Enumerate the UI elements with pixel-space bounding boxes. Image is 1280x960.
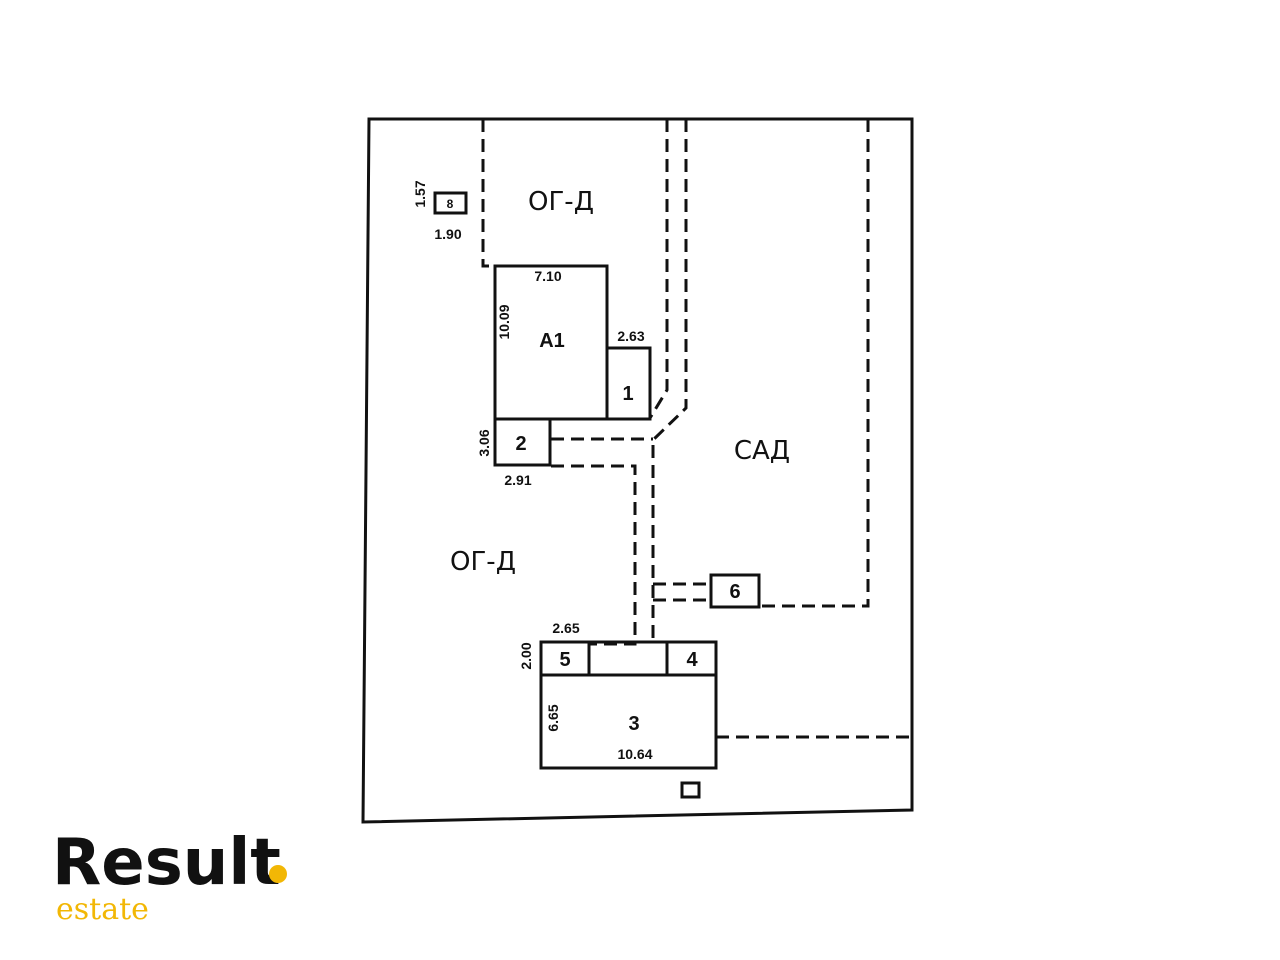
- dim-2-width: 2.91: [504, 472, 531, 488]
- small-structure: [680, 781, 701, 799]
- dim-a1-width: 7.10: [534, 268, 561, 284]
- dim-2-height: 3.06: [476, 429, 492, 456]
- dim-3-height: 6.65: [545, 704, 561, 731]
- dim-8-height: 1.57: [412, 180, 428, 207]
- label-5: 5: [559, 649, 570, 671]
- zone-label-orchard: САД: [734, 436, 790, 466]
- dim-3-width: 10.64: [617, 746, 652, 762]
- fence-top-garden: [481, 119, 495, 268]
- dim-8-width: 1.90: [434, 226, 461, 242]
- building-5: [539, 640, 591, 677]
- building-4: [665, 640, 718, 677]
- logo-dot-icon: [269, 865, 287, 883]
- label-2: 2: [515, 433, 526, 455]
- path-to-house-bottom: [551, 464, 637, 646]
- building-2: [493, 417, 552, 467]
- building-3: [539, 673, 718, 770]
- label-8: 8: [447, 197, 454, 211]
- logo-sub: estate: [56, 892, 149, 927]
- result-estate-logo: Result estate: [52, 826, 287, 927]
- label-6: 6: [729, 581, 740, 603]
- label-1: 1: [622, 383, 633, 405]
- label-4: 4: [686, 649, 698, 671]
- building-8: [433, 191, 468, 215]
- path-inner: [648, 119, 669, 419]
- label-3: 3: [628, 713, 639, 735]
- plot-boundary: [361, 117, 914, 824]
- zone-label-garden-top: ОГ-Д: [528, 187, 594, 217]
- dashed-boundaries: [481, 119, 912, 739]
- dim-a1-height: 10.09: [496, 304, 512, 339]
- path-outer: [651, 119, 688, 640]
- orchard-right: [761, 119, 870, 608]
- building-6: [709, 573, 761, 609]
- logo-name: Result: [52, 826, 281, 900]
- building-1: [605, 346, 652, 421]
- dim-1-width: 2.63: [617, 328, 644, 344]
- zone-label-garden-left: ОГ-Д: [450, 547, 516, 577]
- dim-5-width: 2.65: [552, 620, 579, 636]
- dim-5-height: 2.00: [518, 642, 534, 669]
- label-a1: А1: [539, 330, 565, 352]
